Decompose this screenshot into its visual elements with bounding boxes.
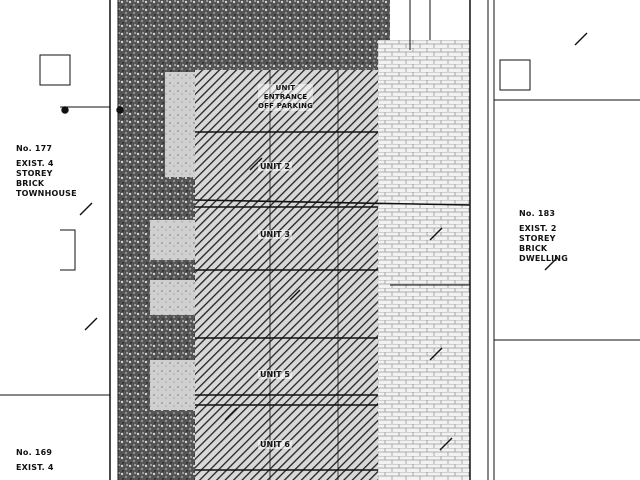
neighbour-desc-line: TOWNHOUSE	[16, 189, 77, 198]
parking-label: UNIT ENTRANCE OFF PARKING	[258, 84, 314, 111]
landscape-strip	[118, 0, 390, 480]
neighbour-number: No. 183	[519, 209, 556, 218]
unit-label-5: UNIT 5	[258, 370, 292, 379]
dimension-markers	[61, 32, 588, 451]
paved-driveway	[378, 40, 470, 480]
neighbour-desc-line: STOREY	[16, 169, 53, 178]
neighbour-desc-line: EXIST. 2	[519, 224, 557, 233]
units-hatched-area	[195, 70, 378, 480]
parking-label-line: UNIT	[275, 84, 296, 92]
neighbour-desc-line: DWELLING	[519, 254, 568, 263]
unit-divider-lines	[194, 70, 471, 480]
neighbour-desc-line: BRICK	[519, 244, 548, 253]
parking-label-line: OFF PARKING	[258, 102, 314, 110]
neighbour-number: No. 169	[16, 448, 53, 457]
neighbour-desc-line: BRICK	[16, 179, 45, 188]
neighbour-desc-line: EXIST. 4	[16, 159, 54, 168]
unit-label-3: UNIT 3	[258, 230, 292, 239]
unit-label-6: UNIT 6	[258, 440, 292, 449]
neighbour-label-177: No. 177 EXIST. 4 STOREY BRICK TOWNHOUSE	[16, 144, 77, 199]
neighbour-desc-line: STOREY	[519, 234, 556, 243]
neighbour-label-183: No. 183 EXIST. 2 STOREY BRICK DWELLING	[519, 209, 568, 264]
parking-label-line: ENTRANCE	[263, 93, 308, 101]
neighbour-desc-line: EXIST. 4	[16, 463, 54, 472]
neighbour-number: No. 177	[16, 144, 53, 153]
neighbour-label-169: No. 169 EXIST. 4	[16, 448, 54, 473]
unit-label-2: UNIT 2	[258, 162, 292, 171]
